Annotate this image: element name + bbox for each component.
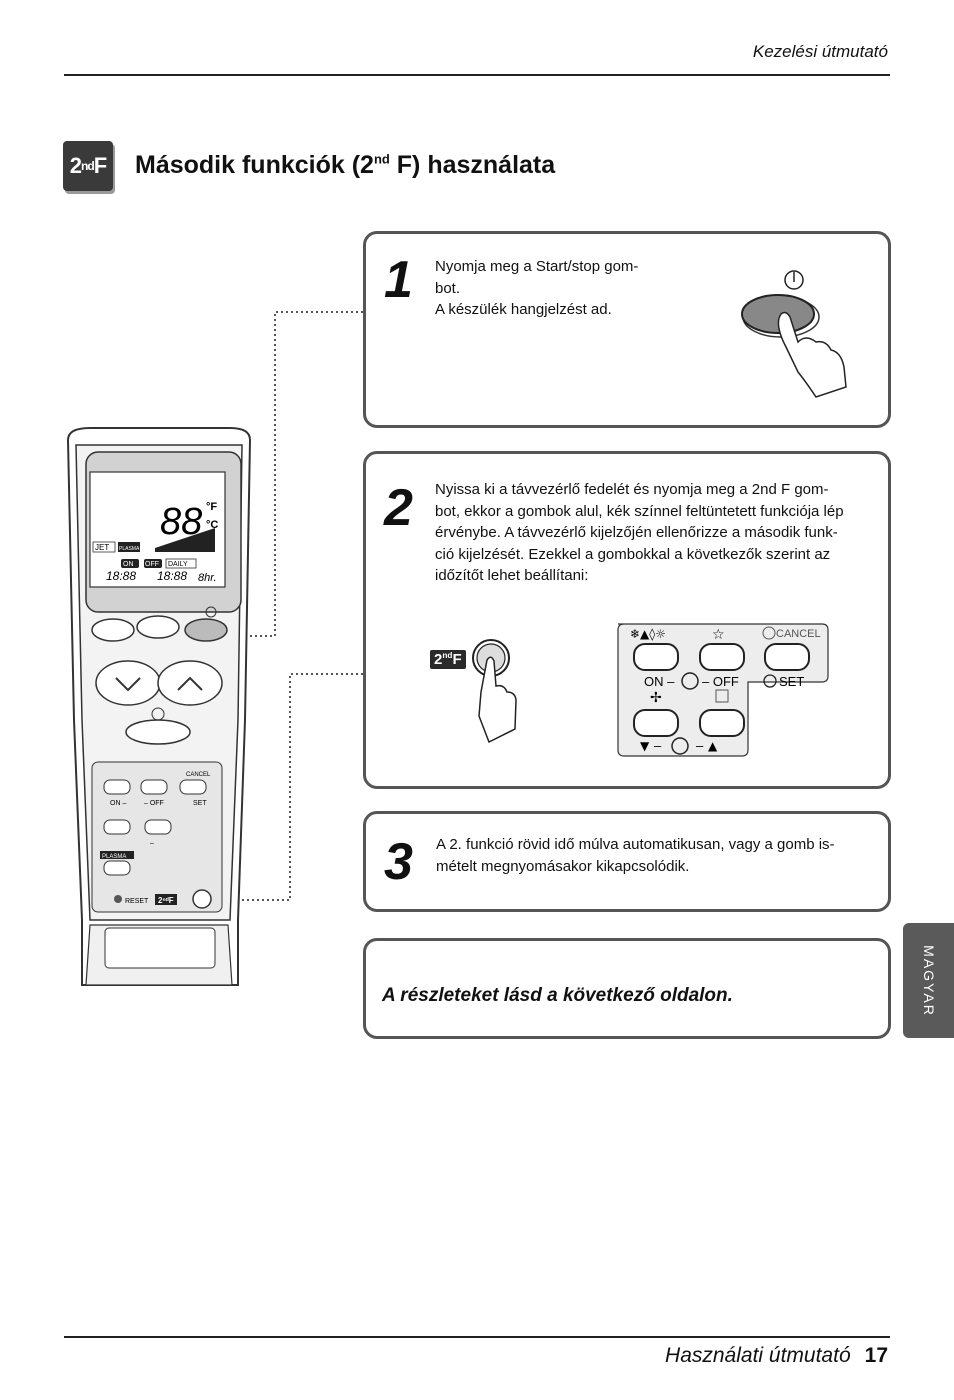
second-function-mini-badge: 2ndF — [430, 650, 466, 669]
remote-hours: 8hr. — [198, 572, 217, 584]
dash-label-1: – — [654, 738, 662, 753]
svg-text:2ⁿᵈF: 2ⁿᵈF — [158, 896, 174, 905]
language-tab: MAGYAR — [903, 923, 954, 1038]
down-arrow-icon: ▼ — [640, 739, 650, 753]
step-3-number: 3 — [384, 833, 413, 891]
timer-up-button — [699, 709, 745, 737]
remote-dash-small: – — [150, 840, 154, 847]
star-icon: ☆ — [712, 627, 725, 643]
step-2-number: 2 — [384, 479, 413, 537]
section-title-part-a: Második funkciók (2 — [135, 151, 374, 179]
step-1-line-3: A készülék hangjelzést ad. — [435, 301, 612, 318]
start-stop-button-icon — [741, 294, 815, 334]
language-tab-label: MAGYAR — [920, 944, 937, 1017]
up-arrow-icon: ▲ — [708, 739, 718, 753]
off-label: – OFF — [702, 674, 739, 689]
remote-control-illustration: 88 °F °C JET PLASMA ON OFF DAILY 18:88 1… — [66, 311, 365, 986]
step-1-box: 1 Nyomja meg a Start/stop gom- bot. A ké… — [363, 231, 891, 428]
remote-fan-button — [125, 719, 191, 745]
step-2-line-1: Nyissa ki a távvezérlő fedelét és nyomja… — [435, 481, 829, 498]
header-rule — [64, 74, 890, 76]
timer-off-button — [699, 643, 745, 671]
remote-daily-label: DAILY — [168, 561, 188, 568]
remote-fahrenheit-label: °F — [206, 501, 217, 513]
set-label: SET — [779, 674, 804, 689]
remote-reset-label: RESET — [125, 898, 149, 905]
on-label: ON – — [644, 674, 675, 689]
remote-off-small: – OFF — [144, 800, 164, 807]
start-stop-press-illustration — [741, 270, 847, 398]
step-3-text: A 2. funkció rövid idő múlva automatikus… — [436, 834, 835, 877]
step-2-box: 2 Nyissa ki a távvezérlő fedelét és nyom… — [363, 451, 891, 789]
step-2-line-5: időzítőt lehet beállítani: — [435, 567, 589, 584]
step-2-text: Nyissa ki a távvezérlő fedelét és nyomja… — [435, 479, 844, 587]
mode-icons: ❄▲◊☼ — [630, 627, 666, 641]
remote-set-label: SET — [193, 800, 207, 807]
timer-button-panel: ❄▲◊☼ ☆ CANCEL ON – – OFF SET ✢ ▼ – – ▲ — [617, 623, 829, 757]
section-title: Második funkciók (2nd F) használata — [135, 151, 555, 180]
badge-end-text: F — [93, 153, 107, 178]
section-title-sup: nd — [373, 151, 390, 167]
badge-sup-text: nd — [81, 159, 95, 173]
remote-plasma-display: PLASMA — [119, 546, 140, 552]
connector-step2 — [212, 673, 365, 901]
remote-off-label: OFF — [145, 561, 159, 568]
note-box: A részleteket lásd a következő oldalon. — [363, 938, 891, 1039]
timer-down-button — [633, 709, 679, 737]
page-number: 17 — [864, 1344, 888, 1367]
step-2-line-4: ció kijelzését. Ezekkel a gombokkal a kö… — [435, 545, 831, 563]
step-1-line-2: bot. — [435, 279, 461, 297]
remote-time-off: 18:88 — [157, 569, 187, 583]
cancel-label: CANCEL — [776, 628, 821, 640]
step-1-text: Nyomja meg a Start/stop gom- bot. A kész… — [435, 256, 638, 321]
remote-celsius-label: °C — [206, 519, 218, 531]
step-3-box: 3 A 2. funkció rövid idő múlva automatik… — [363, 811, 891, 912]
second-function-press-illustration — [472, 639, 517, 744]
remote-cancel-label: CANCEL — [186, 772, 211, 778]
remote-temp-up-button — [157, 660, 223, 706]
step-1-number: 1 — [384, 251, 413, 309]
remote-start-stop-button — [184, 618, 228, 642]
remote-jet-label: JET — [95, 543, 109, 552]
remote-plasma-label: PLASMA — [102, 854, 126, 860]
section-title-part-b: F) használata — [389, 151, 556, 179]
hand-icon — [777, 311, 847, 398]
badge-main-text: 2 — [69, 153, 82, 178]
step-3-line-2: mételt megnyomásakor kikapcsolódik. — [436, 857, 690, 875]
footer: Használati útmutató 17 — [665, 1344, 888, 1368]
fan-icon: ✢ — [650, 690, 662, 706]
footer-rule — [64, 1336, 890, 1338]
header-title: Kezelési útmutató — [752, 42, 888, 61]
step-2-line-2: bot, ekkor a gombok alul, kék színnel fe… — [435, 502, 844, 520]
remote-2ndf-button — [192, 889, 212, 909]
connector-step1 — [220, 311, 365, 637]
remote-temp-down-button — [95, 660, 161, 706]
remote-time-on: 18:88 — [106, 569, 136, 583]
remote-on-label: ON — [123, 561, 134, 568]
timer-on-button — [633, 643, 679, 671]
step-2-line-3: érvénybe. A távvezérlő kijelzőjén ellenő… — [435, 524, 838, 541]
timer-set-button — [764, 643, 810, 671]
remote-swing-button — [91, 618, 135, 642]
footer-title: Használati útmutató — [665, 1344, 851, 1367]
dash-label-2: – — [696, 738, 704, 753]
note-text: A részleteket lásd a következő oldalon. — [382, 985, 733, 1006]
step-3-line-1: A 2. funkció rövid idő múlva automatikus… — [436, 836, 835, 853]
step-1-line-1: Nyomja meg a Start/stop gom- — [435, 258, 639, 275]
remote-on-small: ON – — [110, 800, 126, 807]
finger-icon — [478, 656, 517, 744]
remote-mode-button — [136, 615, 180, 639]
